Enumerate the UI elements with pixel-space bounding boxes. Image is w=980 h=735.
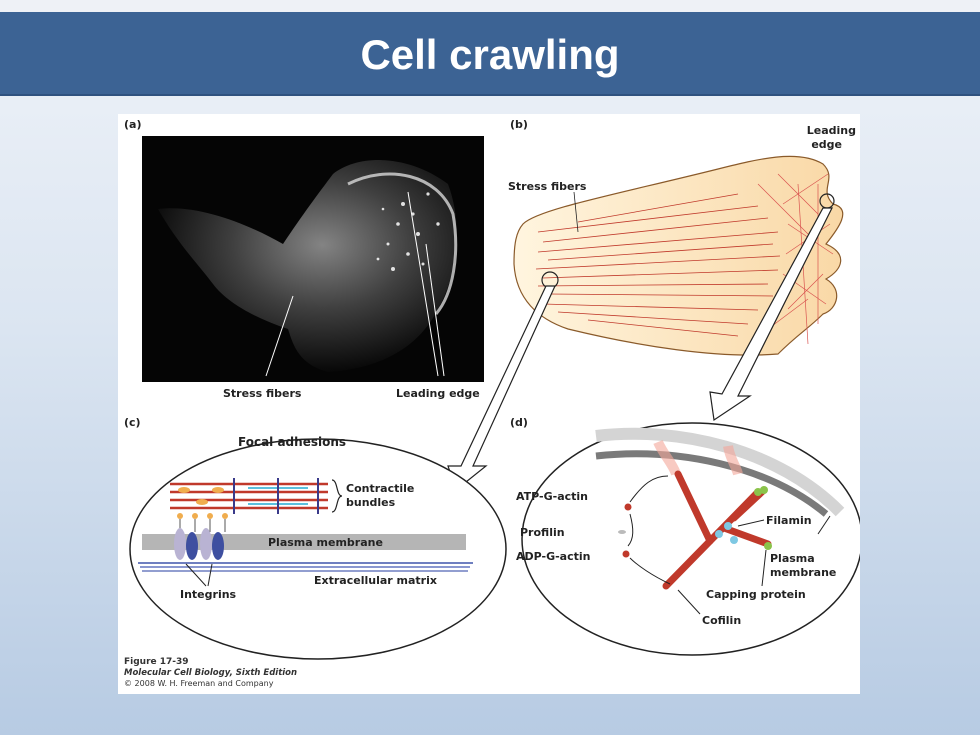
- capping-proteins: [754, 486, 772, 550]
- leader-stress-fibers-b: [573, 191, 579, 233]
- integrin-proteins: [174, 528, 224, 560]
- micrograph-cell: [158, 160, 457, 372]
- panel-b-stress-fibers-label: Stress fibers: [508, 180, 587, 193]
- leader-leading-edge-a: [407, 191, 439, 377]
- plasma-membrane-label: Plasma membrane: [268, 536, 383, 549]
- arrow-to-panel-c: [447, 285, 556, 492]
- filamin-proteins: [715, 522, 738, 544]
- leader-integrin-1: [185, 563, 207, 587]
- arrow-adp: [629, 557, 671, 585]
- contractile-label-2: bundles: [346, 496, 396, 509]
- atp-g-actin-dot: [624, 503, 632, 511]
- panel-d-letter: (d): [510, 416, 528, 429]
- profilin-label: Profilin: [520, 526, 565, 539]
- contractile-bundles: [170, 478, 328, 514]
- plasma-label-1: Plasma: [770, 552, 815, 565]
- plasma-label-2: membrane: [770, 566, 836, 579]
- caption-figure: Figure 17-39: [124, 657, 189, 667]
- leader-plasma: [817, 515, 831, 535]
- protrusion-1: [653, 439, 681, 476]
- top-strip: [0, 0, 980, 12]
- adp-g-actin-dot: [622, 550, 630, 558]
- leader-cofilin: [677, 589, 701, 615]
- leader-stress-fibers-a: [265, 295, 294, 377]
- leader-capping: [761, 549, 767, 587]
- leader-filamin: [737, 519, 765, 527]
- panel-a-leading-edge-label: Leading edge: [396, 387, 480, 400]
- arrow-atp: [629, 475, 669, 503]
- caption-book: Molecular Cell Biology, Sixth Edition: [124, 668, 297, 678]
- adhesion-linkers: [177, 513, 228, 532]
- contractile-label-1: Contractile: [346, 482, 414, 495]
- caption-copyright: © 2008 W. H. Freeman and Company: [124, 679, 274, 688]
- stress-fiber-lines: [535, 193, 781, 337]
- cofilin-label: Cofilin: [702, 614, 741, 627]
- leader-leading-edge-a2: [425, 243, 445, 377]
- bundle-brace: [331, 479, 343, 513]
- arrow-to-panel-d: [709, 207, 833, 422]
- panel-a-letter: (a): [124, 118, 141, 131]
- adp-g-actin-label: ADP-G-actin: [516, 550, 590, 563]
- filamin-label: Filamin: [766, 514, 812, 527]
- protrusion-2: [723, 445, 743, 476]
- focal-adhesions-title: Focal adhesions: [238, 435, 346, 449]
- slide-title: Cell crawling: [360, 31, 620, 78]
- panel-c-letter: (c): [124, 416, 141, 429]
- panel-b-leading-label-2: edge: [811, 138, 842, 151]
- membrane-inner: [595, 450, 829, 517]
- integrins-label: Integrins: [180, 588, 237, 601]
- panel-a-stress-fibers-label: Stress fibers: [223, 387, 302, 400]
- title-bar: [0, 12, 980, 96]
- figure-panel: (a) Stress fibers Leading edge (b): [118, 114, 860, 694]
- extracellular-matrix: [138, 562, 473, 572]
- panel-b-letter: (b): [510, 118, 528, 131]
- profilin-dot: [618, 530, 626, 534]
- arrow-cycle: [627, 513, 634, 547]
- leader-integrin-2: [207, 563, 213, 587]
- capping-protein-label: Capping protein: [706, 588, 806, 601]
- ecm-label: Extracellular matrix: [314, 574, 437, 587]
- atp-g-actin-label: ATP-G-actin: [516, 490, 588, 503]
- panel-b-leading-label-1: Leading: [807, 124, 856, 137]
- micrograph-edge: [347, 172, 458, 315]
- figure-svg: (a) Stress fibers Leading edge (b): [124, 118, 860, 688]
